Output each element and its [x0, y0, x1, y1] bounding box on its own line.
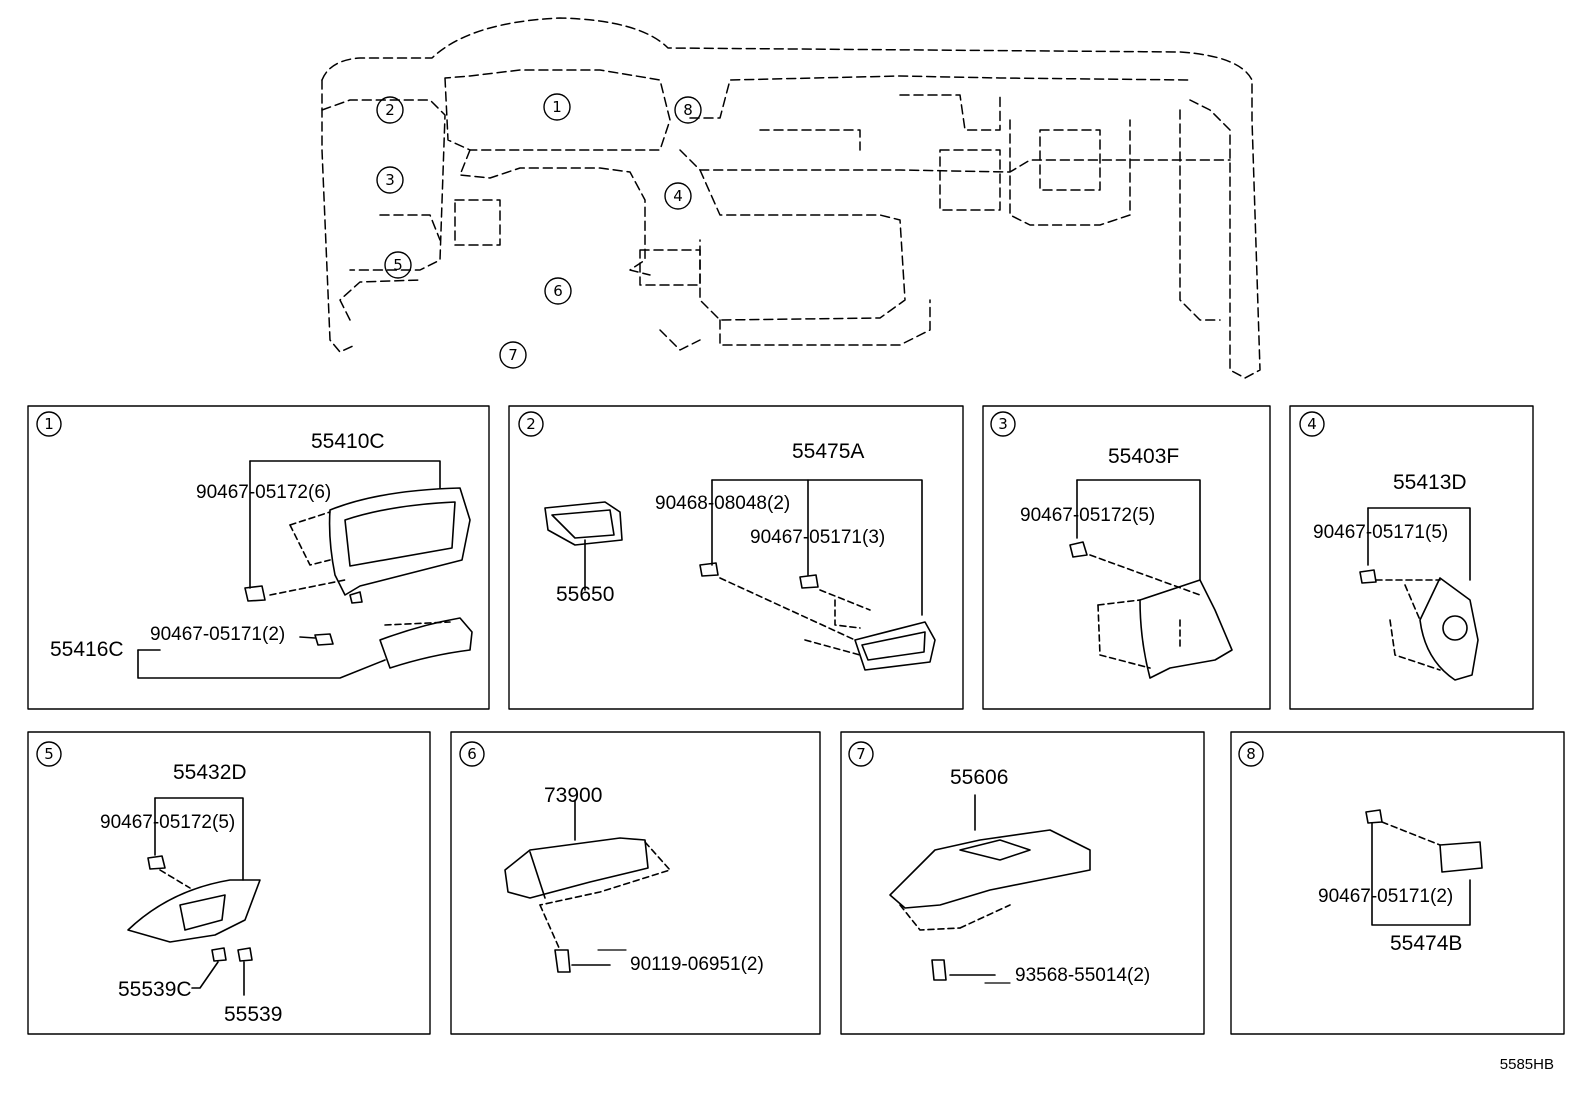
part-label-90467-05171-3: 90467-05171(3) — [750, 527, 886, 548]
svg-text:8: 8 — [1246, 745, 1256, 763]
part-label-55403F: 55403F — [1108, 445, 1180, 468]
part-label-93568-55014-2: 93568-55014(2) — [1015, 965, 1151, 986]
panel-1-frame — [27, 405, 490, 710]
part-label-90467-05171-2b: 90467-05171(2) — [1318, 886, 1454, 907]
panel-4-frame — [1289, 405, 1534, 710]
part-label-55413D: 55413D — [1393, 471, 1467, 494]
part-label-90119-06951-2: 90119-06951(2) — [630, 954, 764, 975]
part-label-55410C: 55410C — [311, 430, 385, 453]
part-label-55539C: 55539C — [118, 978, 192, 1001]
panel-6-drawing — [504, 799, 671, 973]
svg-text:6: 6 — [553, 282, 563, 300]
marker-numbers: 1 2 3 4 5 6 7 8 1 2 3 4 5 6 7 8 — [44, 98, 1317, 763]
svg-text:1: 1 — [44, 415, 54, 433]
part-label-90467-05171-5: 90467-05171(5) — [1313, 522, 1449, 543]
part-label-55416C: 55416C — [50, 638, 124, 661]
panel-3-frame — [982, 405, 1271, 710]
svg-text:5: 5 — [44, 745, 54, 763]
part-label-55606: 55606 — [950, 766, 1009, 789]
dashboard-overview — [321, 17, 1261, 379]
panel-7-drawing — [889, 794, 1091, 981]
part-label-90467-05172-6: 90467-05172(6) — [196, 482, 332, 503]
svg-text:2: 2 — [526, 415, 536, 433]
part-label-55432D: 55432D — [173, 761, 247, 784]
panel-2-drawing — [544, 479, 936, 671]
svg-text:1: 1 — [552, 98, 562, 116]
panel-6-frame — [450, 731, 821, 1035]
part-label-55539: 55539 — [224, 1003, 283, 1026]
svg-text:5: 5 — [393, 256, 403, 274]
panel-2-frame — [508, 405, 964, 710]
part-label-73900: 73900 — [544, 784, 603, 807]
svg-text:2: 2 — [385, 101, 395, 119]
part-label-90467-05172-5b: 90467-05172(5) — [100, 812, 236, 833]
svg-text:4: 4 — [673, 187, 683, 205]
panel-8-drawing — [1365, 809, 1483, 926]
panel-3-drawing — [1069, 479, 1233, 679]
figure-code: 5585HB — [1499, 1056, 1554, 1073]
svg-text:3: 3 — [385, 171, 395, 189]
svg-text:4: 4 — [1307, 415, 1317, 433]
svg-text:7: 7 — [508, 346, 518, 364]
panel-4-drawing — [1359, 507, 1479, 681]
part-label-90468-08048-2: 90468-08048(2) — [655, 493, 791, 514]
part-label-55474B: 55474B — [1390, 932, 1463, 955]
part-label-55650: 55650 — [556, 583, 615, 606]
panel-5-drawing — [127, 797, 261, 996]
part-label-90467-05172-5: 90467-05172(5) — [1020, 505, 1156, 526]
part-label-55475A: 55475A — [792, 440, 865, 463]
svg-text:3: 3 — [998, 415, 1008, 433]
leader-lines — [597, 949, 1011, 984]
svg-text:7: 7 — [856, 745, 866, 763]
panel-1-drawing — [137, 460, 473, 679]
panel-7-frame — [840, 731, 1205, 1035]
marker-circles — [36, 93, 1325, 767]
panel-8-frame — [1230, 731, 1565, 1035]
part-label-90467-05171-2: 90467-05171(2) — [150, 624, 286, 645]
panel-5-frame — [27, 731, 431, 1035]
svg-text:6: 6 — [467, 745, 477, 763]
svg-text:8: 8 — [683, 101, 693, 119]
panel-frames — [27, 405, 1565, 1035]
